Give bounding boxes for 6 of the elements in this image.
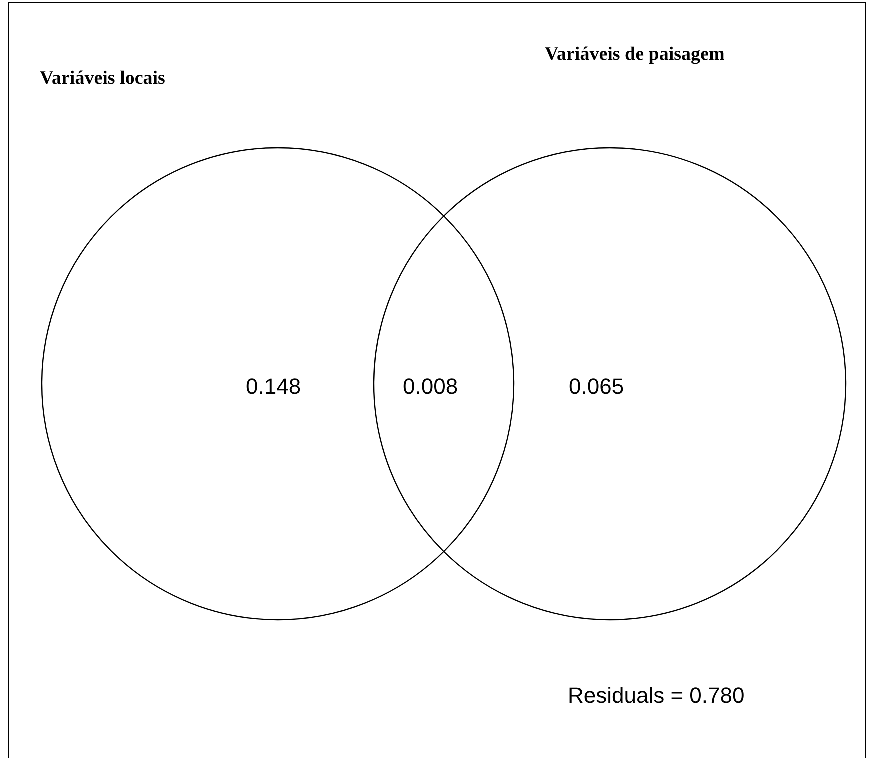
- set-value: 0.148: [246, 374, 302, 400]
- set-title: Variáveis locais: [40, 68, 166, 90]
- residuals-note: Residuals = 0.780: [568, 683, 745, 709]
- overlap-value: 0.008: [403, 374, 458, 400]
- set-value: 0.065: [569, 374, 624, 400]
- set-title: Variáveis de paisagem: [545, 44, 725, 66]
